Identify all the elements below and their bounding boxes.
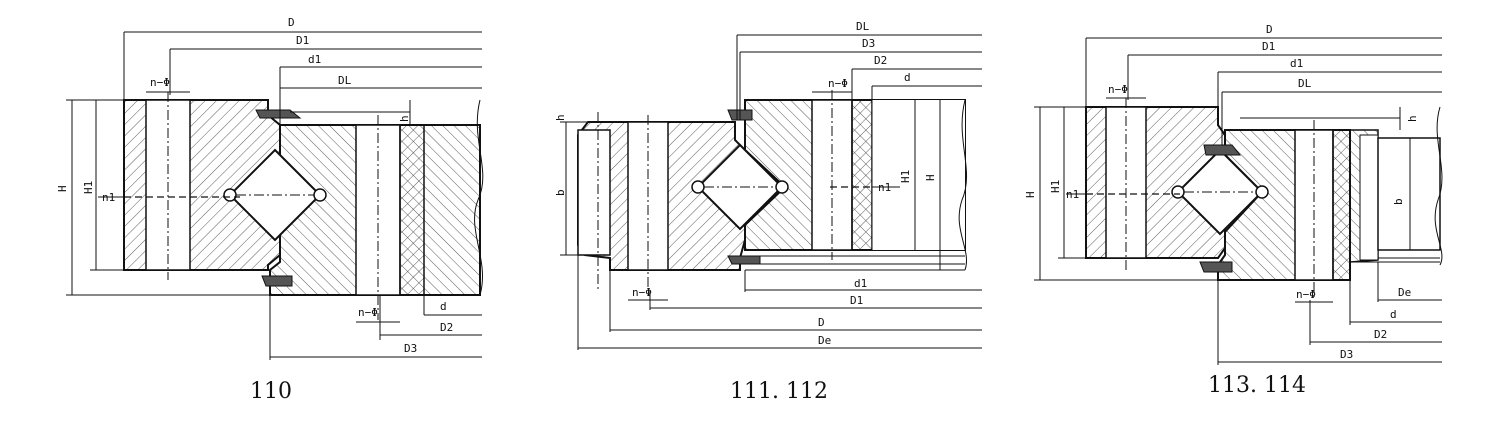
label-D3: D3 — [862, 37, 875, 50]
label-D: D — [818, 316, 825, 329]
label-De: De — [1398, 286, 1411, 299]
label-n-phi-top: n−Φ — [1108, 83, 1128, 96]
label-d: d — [440, 300, 447, 313]
label-h: h — [1406, 115, 1419, 122]
label-b: b — [1392, 198, 1405, 205]
label-D3: D3 — [404, 342, 417, 355]
caption-110: 110 — [250, 379, 292, 404]
label-n-phi-top: n−Φ — [150, 76, 170, 89]
label-h: h — [398, 115, 411, 122]
label-d: d — [904, 71, 911, 84]
label-De: De — [818, 334, 831, 347]
drawing-111-112: DL D3 D2 d n−Φ h b H1 H n1 d1 D1 n−Φ D D… — [554, 20, 982, 404]
label-d1: d1 — [308, 53, 321, 66]
label-n-phi-bottom: n−Φ — [1296, 288, 1316, 301]
caption-111-112: 111. 112 — [730, 379, 828, 404]
label-n1: n1 — [878, 181, 891, 194]
label-DL: DL — [1298, 77, 1312, 90]
label-D1: D1 — [1262, 40, 1275, 53]
label-n-phi-top: n−Φ — [828, 77, 848, 90]
label-d1: d1 — [854, 277, 867, 290]
label-D1: D1 — [296, 34, 309, 47]
label-D2: D2 — [440, 321, 453, 334]
drawing-110: D D1 d1 DL n−Φ h H H1 n1 n−Φ d D2 D3 110 — [56, 16, 484, 404]
label-n-phi-bottom: n−Φ — [358, 306, 378, 319]
bottom-seal — [1199, 261, 1233, 273]
bottom-seal — [727, 255, 761, 265]
label-H: H — [924, 174, 937, 181]
label-D2: D2 — [874, 54, 887, 67]
label-n1: n1 — [102, 191, 115, 204]
caption-113-114: 113. 114 — [1208, 373, 1306, 398]
top-seal — [1203, 144, 1242, 156]
label-D: D — [288, 16, 295, 29]
label-D2: D2 — [1374, 328, 1387, 341]
label-H1: H1 — [899, 170, 912, 183]
label-H: H — [56, 185, 69, 192]
label-d: d — [1390, 308, 1397, 321]
label-D3: D3 — [1340, 348, 1353, 361]
label-DL: DL — [338, 74, 352, 87]
top-seal — [255, 109, 302, 119]
label-H1: H1 — [1049, 180, 1062, 193]
label-H1: H1 — [82, 181, 95, 194]
label-b: b — [554, 189, 567, 196]
label-DL: DL — [856, 20, 870, 33]
label-D1: D1 — [850, 294, 863, 307]
label-H: H — [1024, 191, 1037, 198]
label-d1: d1 — [1290, 57, 1303, 70]
bottom-seal — [261, 275, 293, 287]
label-D: D — [1266, 23, 1273, 36]
label-h: h — [554, 114, 567, 121]
label-n-phi-bottom: n−Φ — [632, 286, 652, 299]
drawing-113-114: D D1 d1 DL n−Φ h H H1 n1 b n−Φ De d D2 D… — [1024, 23, 1443, 398]
label-n1: n1 — [1066, 188, 1079, 201]
